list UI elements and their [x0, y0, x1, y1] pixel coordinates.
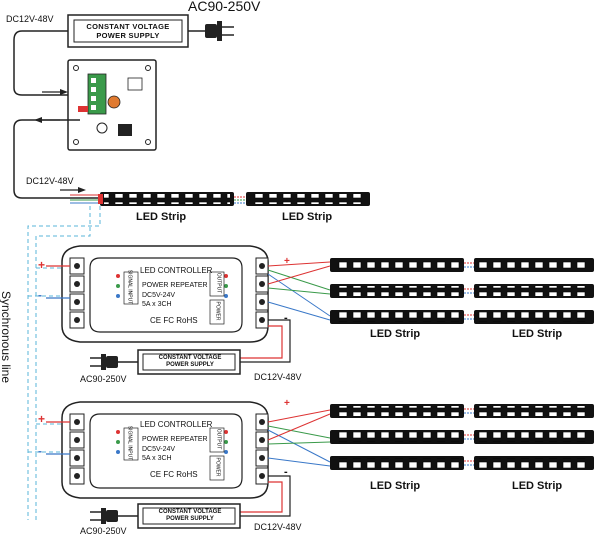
- sync-line-a: [27, 206, 101, 520]
- repeater-2-plus: +: [38, 412, 46, 426]
- top-strip-wire: [13, 119, 100, 199]
- repeater-1-line1: POWER REPEATER: [142, 282, 208, 289]
- repeater-1-side-right-top: OUTPUT: [215, 272, 222, 294]
- top-strip-label-2: LED Strip: [282, 211, 333, 223]
- repeater-2-out-plus: +: [284, 398, 290, 409]
- top-led-strip-1: [98, 192, 234, 206]
- top-ac-plug-icon: [188, 21, 234, 41]
- sync-line-b: [35, 206, 91, 520]
- repeater-2-psu-2: POWER SUPPLY: [166, 516, 214, 522]
- repeater-1-line3: 5A x 3CH: [142, 301, 172, 308]
- repeater-2-dc-label: DC12V-48V: [254, 522, 302, 532]
- top-dc-label: DC12V-48V: [6, 14, 54, 24]
- repeater-1-dc-label: DC12V-48V: [254, 372, 302, 382]
- top-dc-wire: [13, 30, 80, 96]
- repeater-1-ac-plug-icon: [90, 354, 138, 370]
- repeater-1-side-left: SIGNAL INPUT: [126, 269, 133, 305]
- repeater-2-title: LED CONTROLLER: [140, 420, 213, 429]
- repeater-1-out-minus: -: [284, 312, 288, 324]
- repeater-2-psu-1: CONSTANT VOLTAGE: [158, 509, 222, 515]
- synchronous-line-label: Synchronous line: [0, 290, 13, 384]
- repeater-2-led-strips: [330, 404, 594, 470]
- top-power-supply: [67, 14, 189, 48]
- top-psu-label-1: CONSTANT VOLTAGE: [86, 22, 170, 31]
- repeater-2-strip-label-2: LED Strip: [512, 480, 563, 492]
- repeater-2-side-right-bottom: POWER: [214, 457, 221, 477]
- repeater-1: [61, 245, 269, 343]
- repeater-1-led-strips: [330, 258, 594, 324]
- repeater-1-cert: CE FC RoHS: [150, 316, 198, 325]
- repeater-1-psu-2: POWER SUPPLY: [166, 362, 214, 368]
- repeater-1-title: LED CONTROLLER: [140, 266, 213, 275]
- repeater-2-ac-plug-icon: [90, 508, 138, 524]
- repeater-2-cert: CE FC RoHS: [150, 470, 198, 479]
- repeater-1-line2: DC5V-24V: [142, 292, 176, 299]
- repeater-2-line2: DC5V-24V: [142, 446, 176, 453]
- top-strip-label-1: LED Strip: [136, 211, 187, 223]
- repeater-1-strip-label-1: LED Strip: [370, 328, 421, 340]
- repeater-2-strip-label-1: LED Strip: [370, 480, 421, 492]
- repeater-2-ac-label: AC90-250V: [80, 526, 127, 536]
- repeater-2: [61, 401, 269, 499]
- repeater-1-out-plus: +: [284, 256, 290, 267]
- repeater-1-plus: +: [38, 258, 46, 272]
- repeater-1-power-supply: [137, 349, 241, 375]
- repeater-1-strip-label-2: LED Strip: [512, 328, 563, 340]
- repeater-1-psu-1: CONSTANT VOLTAGE: [158, 355, 222, 361]
- top-strip-dc-label: DC12V-48V: [26, 176, 74, 186]
- repeater-1-ac-label: AC90-250V: [80, 374, 127, 384]
- repeater-2-side-right-top: OUTPUT: [215, 428, 222, 450]
- repeater-2-power-supply: [137, 503, 241, 529]
- repeater-2-side-left: SIGNAL INPUT: [126, 425, 133, 461]
- repeater-1-side-right-bottom: POWER: [214, 301, 221, 321]
- repeater-2-out-minus: -: [284, 466, 288, 478]
- repeater-2-minus: -: [38, 444, 42, 458]
- top-psu-label-2: POWER SUPPLY: [96, 31, 160, 40]
- top-led-strip-2: [246, 192, 370, 206]
- repeater-1-minus: -: [38, 288, 42, 302]
- repeater-2-line3: 5A x 3CH: [142, 455, 172, 462]
- top-ac-label: AC90-250V: [188, 0, 261, 14]
- top-controller: [67, 59, 157, 151]
- repeater-2-line1: POWER REPEATER: [142, 436, 208, 443]
